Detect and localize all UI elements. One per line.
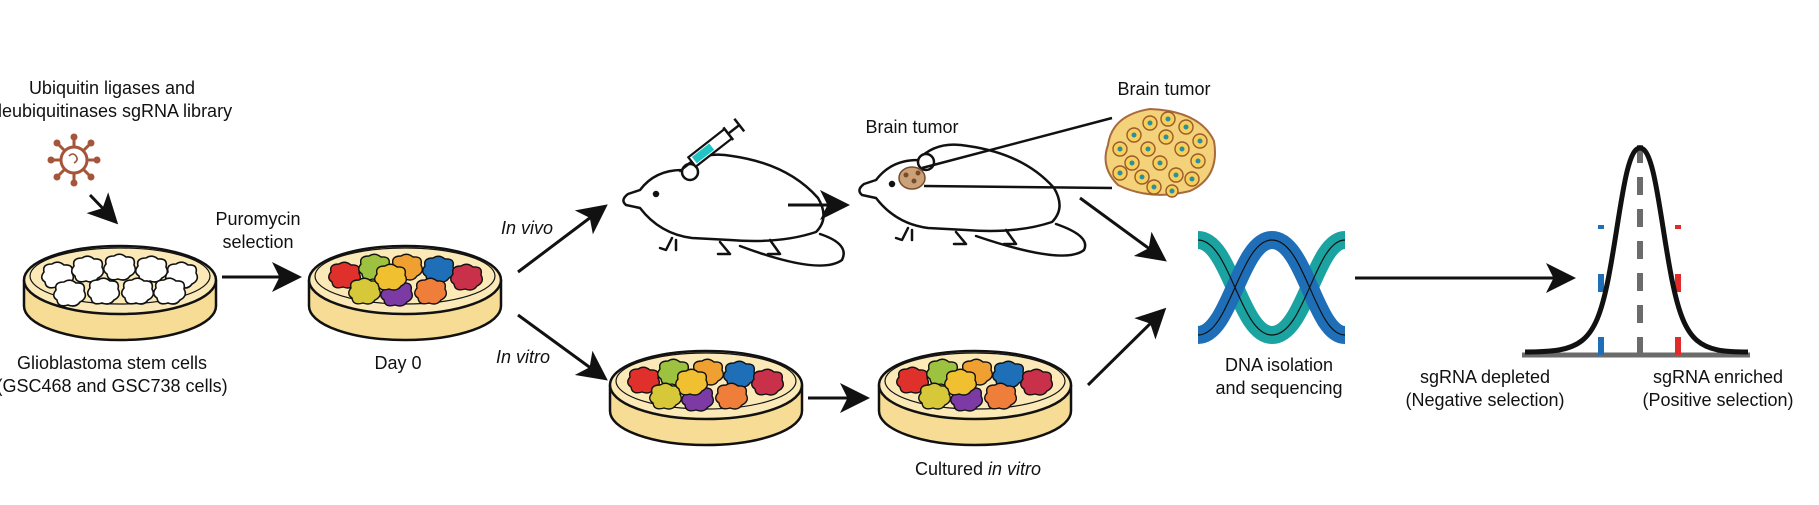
puromycin-label-line2: selection — [222, 232, 293, 252]
brain-tumor-zoom-label: Brain tumor — [1117, 79, 1210, 99]
arrow-in-vitro — [517, 313, 608, 381]
cultured-prefix: Cultured — [915, 459, 988, 479]
dna-helix-icon — [1196, 230, 1348, 345]
petri-dish-icon — [22, 244, 218, 342]
syringe-icon — [678, 117, 746, 173]
depleted-label-line1: sgRNA depleted — [1420, 367, 1550, 387]
tumor-cluster-icon — [1104, 107, 1216, 198]
distribution-curve-icon — [1522, 140, 1750, 358]
zoom-line-top — [921, 116, 1113, 170]
dna-label-line2: and sequencing — [1215, 378, 1342, 398]
brain-tumor-mouse-label: Brain tumor — [865, 117, 958, 137]
mouse-icon — [622, 153, 845, 267]
arrow-library-to-dish — [86, 192, 119, 225]
cultured-label: Cultured in vitro — [915, 459, 1041, 479]
dna-label-line1: DNA isolation — [1225, 355, 1333, 375]
day0-label: Day 0 — [374, 353, 421, 373]
gsc-label-line2: (GSC468 and GSC738 cells) — [0, 376, 228, 396]
mouse-tumor-icon — [858, 143, 1087, 257]
petri-dish-cultured-icon — [877, 349, 1073, 447]
library-label-line2: deubiquitinases sgRNA library — [0, 101, 232, 121]
in-vivo-label: In vivo — [501, 218, 553, 238]
puromycin-label-line1: Puromycin — [215, 209, 300, 229]
petri-dish-in-vitro-icon — [608, 349, 804, 447]
library-label-line1: Ubiquitin ligases and — [29, 78, 195, 98]
enriched-label-line2: (Positive selection) — [1642, 390, 1793, 410]
tumor-spot-icon — [898, 166, 926, 190]
arrow-in-vivo — [517, 204, 608, 274]
zoom-line-bottom — [923, 184, 1113, 190]
virus-icon — [47, 133, 101, 187]
in-vitro-label: In vitro — [496, 347, 550, 367]
petri-dish-day0-icon — [307, 244, 503, 342]
arrow-cultured-to-dna — [1086, 307, 1167, 387]
depleted-label-line2: (Negative selection) — [1405, 390, 1564, 410]
arrow-tumor-to-dna — [1079, 196, 1167, 262]
enriched-label-line1: sgRNA enriched — [1653, 367, 1783, 387]
gsc-label-line1: Glioblastoma stem cells — [17, 353, 207, 373]
cultured-italic: in vitro — [988, 459, 1041, 479]
